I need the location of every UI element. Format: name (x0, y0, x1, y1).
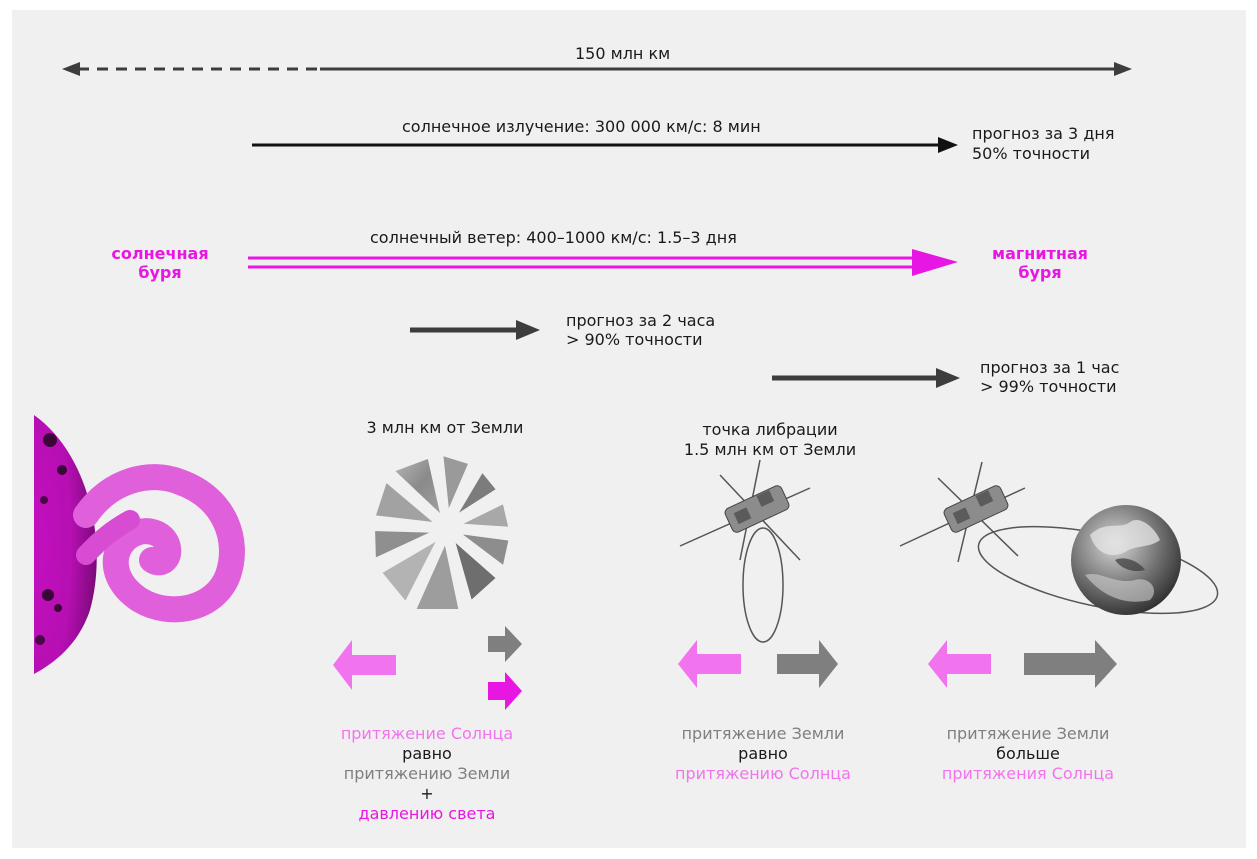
radiation-label: солнечное излучение: 300 000 км/с: 8 мин (402, 117, 761, 136)
forecast-2h-arrow (410, 320, 540, 340)
distance-label: 150 млн км (575, 44, 671, 63)
forecast-2h-line1: прогноз за 2 часа (566, 311, 716, 330)
libration-line1: точка либрации (702, 420, 838, 439)
sail-distance-label: 3 млн км от Земли (366, 418, 524, 437)
magnetic-storm-line1: магнитная (992, 244, 1088, 263)
caption-l1-line1: притяжение Земли (681, 724, 845, 743)
forecast-1h-arrow (772, 368, 960, 388)
satellite-near-earth-icon (899, 461, 1219, 615)
caption-near-line2: больше (996, 744, 1060, 763)
caption-l1-line3: притяжению Солнца (675, 764, 851, 783)
radiation-arrow (252, 137, 958, 153)
l1-earth-pull-arrow (777, 640, 838, 688)
sail-sun-pull-arrow (333, 640, 396, 690)
libration-line2: 1.5 млн км от Земли (683, 440, 857, 459)
caption-near-line1: притяжение Земли (946, 724, 1110, 743)
forecast-3d-line2: 50% точности (972, 144, 1090, 163)
caption-sail-line3: притяжению Земли (343, 764, 511, 783)
near-earth-pull-arrow (1024, 640, 1117, 688)
solar-wind-arrow (248, 249, 958, 276)
solar-storm-line1: солнечная (111, 244, 209, 263)
earth-icon (1071, 505, 1181, 615)
caption-sail-line4: + (420, 784, 434, 803)
solar-storm-line2: буря (138, 263, 182, 282)
satellite-icon (679, 459, 811, 643)
forecast-2h-line2: > 90% точности (566, 330, 703, 349)
sail-light-pressure-arrow (488, 672, 522, 710)
near-sun-pull-arrow (928, 640, 991, 688)
solar-flare-icon (73, 464, 245, 623)
caption-sail-line5: давлению света (358, 804, 496, 823)
caption-near-line3: притяжения Солнца (941, 764, 1115, 783)
solar-sail-icon (368, 447, 516, 615)
forecast-3d-line1: прогноз за 3 дня (972, 124, 1115, 143)
solar-wind-label: солнечный ветер: 400–1000 км/с: 1.5–3 дн… (370, 228, 737, 247)
distance-arrow (62, 62, 1132, 76)
l1-sun-pull-arrow (678, 640, 741, 688)
caption-l1-line2: равно (738, 744, 788, 763)
sail-earth-pull-arrow (488, 626, 522, 662)
forecast-1h-line1: прогноз за 1 час (980, 358, 1120, 377)
magnetic-storm-line2: буря (1018, 263, 1062, 282)
diagram-panel (12, 10, 1246, 848)
caption-sail-line2: равно (402, 744, 452, 763)
forecast-1h-line2: > 99% точности (980, 377, 1117, 396)
sun-icon (34, 415, 97, 674)
caption-sail-line1: притяжение Солнца (340, 724, 514, 743)
